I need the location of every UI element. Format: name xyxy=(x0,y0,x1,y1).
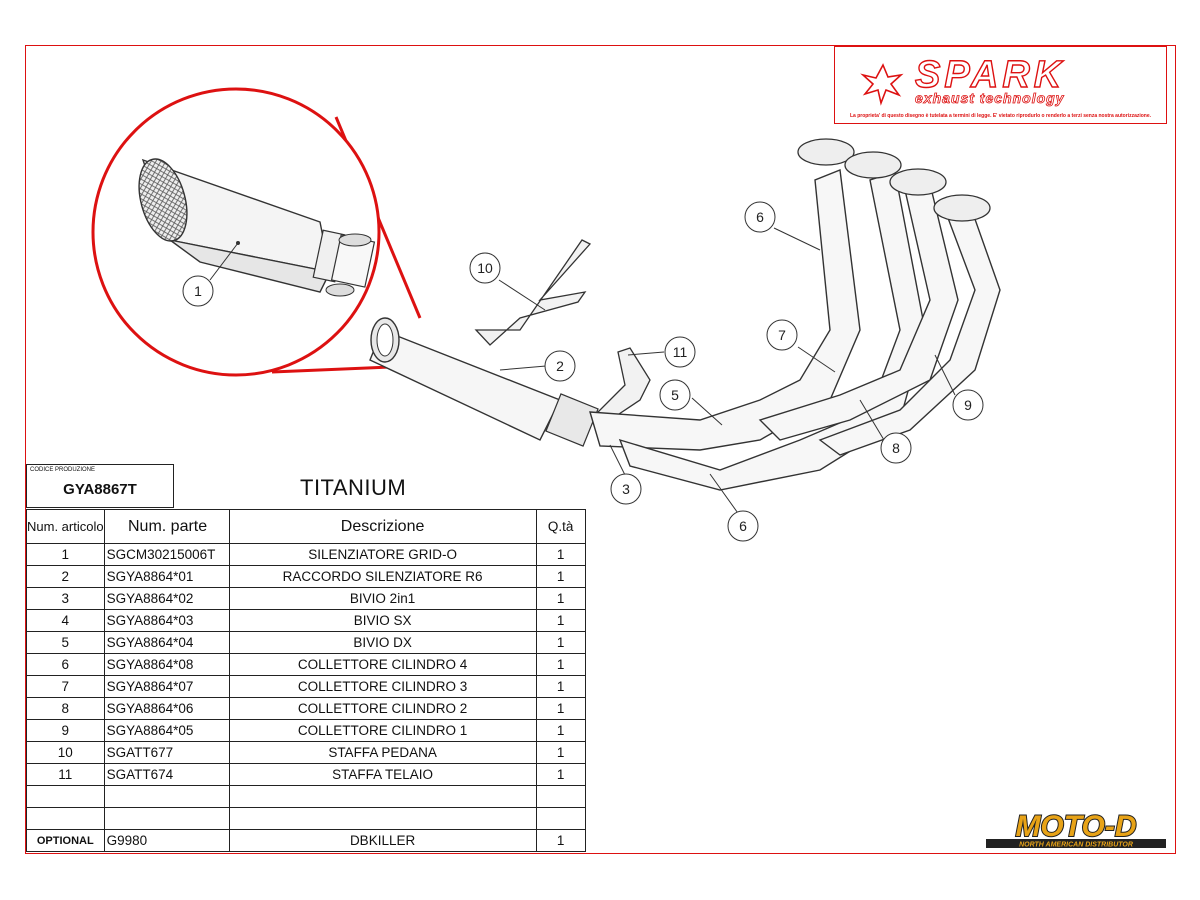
table-header: Num. articolo Num. parte Descrizione Q.t… xyxy=(26,509,586,544)
row-part: SGCM30215006T xyxy=(103,543,230,566)
row-qty: 1 xyxy=(535,763,586,786)
row-desc: BIVIO DX xyxy=(228,631,537,654)
row-num: 3 xyxy=(26,587,105,610)
row-part: SGYA8864*02 xyxy=(103,587,230,610)
row-part: SGYA8864*04 xyxy=(103,631,230,654)
row-num: 11 xyxy=(26,763,105,786)
row-num: 8 xyxy=(26,697,105,720)
row-num: 10 xyxy=(26,741,105,764)
row-desc: COLLETTORE CILINDRO 4 xyxy=(228,653,537,676)
spark-tagline: exhaust technology xyxy=(915,90,1065,106)
row-desc: COLLETTORE CILINDRO 1 xyxy=(228,719,537,742)
row-num: 5 xyxy=(26,631,105,654)
callout-leaders xyxy=(498,227,956,517)
spark-brand: SPARK xyxy=(915,54,1065,96)
header-qty: Q.tà xyxy=(535,509,586,544)
table-row-empty xyxy=(26,807,586,830)
row-desc: COLLETTORE CILINDRO 2 xyxy=(228,697,537,720)
row-desc: COLLETTORE CILINDRO 3 xyxy=(228,675,537,698)
row-desc: STAFFA PEDANA xyxy=(228,741,537,764)
row-qty: 1 xyxy=(535,829,586,852)
table-row-empty xyxy=(26,785,586,808)
row-part: SGYA8864*03 xyxy=(103,609,230,632)
row-qty: 1 xyxy=(535,543,586,566)
production-code: GYA8867T xyxy=(63,481,137,498)
row-part: SGATT677 xyxy=(103,741,230,764)
moto-d-logo: MOTO-D NORTH AMERICAN DISTRIBUTOR xyxy=(986,809,1166,849)
row-num: 9 xyxy=(26,719,105,742)
callout-8: 8 xyxy=(892,440,900,456)
callout-11: 11 xyxy=(673,344,688,360)
callout-3: 3 xyxy=(622,481,630,497)
row-num: 1 xyxy=(26,543,105,566)
link-pipe xyxy=(369,317,599,447)
callout-5: 5 xyxy=(671,387,679,403)
header-part: Num. parte xyxy=(103,509,230,544)
row-qty: 1 xyxy=(535,653,586,676)
production-code-box: CODICE PRODUZIONE GYA8867T xyxy=(26,464,174,508)
production-code-label: CODICE PRODUZIONE xyxy=(30,467,96,473)
row-part: SGYA8864*05 xyxy=(103,719,230,742)
row-desc: BIVIO 2in1 xyxy=(228,587,537,610)
row-part: SGYA8864*01 xyxy=(103,565,230,588)
row-desc: STAFFA TELAIO xyxy=(228,763,537,786)
row-part: SGYA8864*06 xyxy=(103,697,230,720)
row-part: SGYA8864*08 xyxy=(103,653,230,676)
copyright-notice: La proprieta' di questo disegno è tutela… xyxy=(849,113,1152,119)
row-part: G9980 xyxy=(103,829,230,852)
spark-logo-box: SPARK exhaust technology La proprieta' d… xyxy=(834,46,1167,124)
row-qty: 1 xyxy=(535,741,586,764)
callout-9: 9 xyxy=(964,397,972,413)
row-num: 7 xyxy=(26,675,105,698)
row-qty: 1 xyxy=(535,587,586,610)
moto-d-brand: MOTO-D xyxy=(1015,810,1136,843)
row-qty: 1 xyxy=(535,697,586,720)
row-desc: DBKILLER xyxy=(228,829,537,852)
drawing-frame xyxy=(25,45,1176,854)
row-num: 4 xyxy=(26,609,105,632)
row-part: SGYA8864*07 xyxy=(103,675,230,698)
parts-table: Num. articolo Num. parte Descrizione Q.t… xyxy=(26,509,586,852)
silencer-detail xyxy=(91,87,381,377)
row-num: OPTIONAL xyxy=(26,829,105,852)
callout-1: 1 xyxy=(194,283,202,299)
material-title: TITANIUM xyxy=(300,475,407,500)
row-qty: 1 xyxy=(535,719,586,742)
row-qty: 1 xyxy=(535,609,586,632)
row-qty: 1 xyxy=(535,675,586,698)
callout-7: 7 xyxy=(778,327,786,343)
row-qty: 1 xyxy=(535,565,586,588)
header-num: Num. articolo xyxy=(26,509,105,544)
row-qty: 1 xyxy=(535,631,586,654)
row-num: 6 xyxy=(26,653,105,676)
callout-10: 10 xyxy=(477,260,493,276)
callout-6b: 6 xyxy=(739,518,747,534)
callout-2: 2 xyxy=(556,358,564,374)
header-desc: Descrizione xyxy=(228,509,537,544)
row-num: 2 xyxy=(26,565,105,588)
moto-d-tagline: NORTH AMERICAN DISTRIBUTOR xyxy=(1019,842,1133,849)
row-desc: RACCORDO SILENZIATORE R6 xyxy=(228,565,537,588)
row-desc: BIVIO SX xyxy=(228,609,537,632)
row-desc: SILENZIATORE GRID-O xyxy=(228,543,537,566)
spark-logo: SPARK exhaust technology xyxy=(860,53,1065,106)
callout-6a: 6 xyxy=(756,209,764,225)
row-part: SGATT674 xyxy=(103,763,230,786)
